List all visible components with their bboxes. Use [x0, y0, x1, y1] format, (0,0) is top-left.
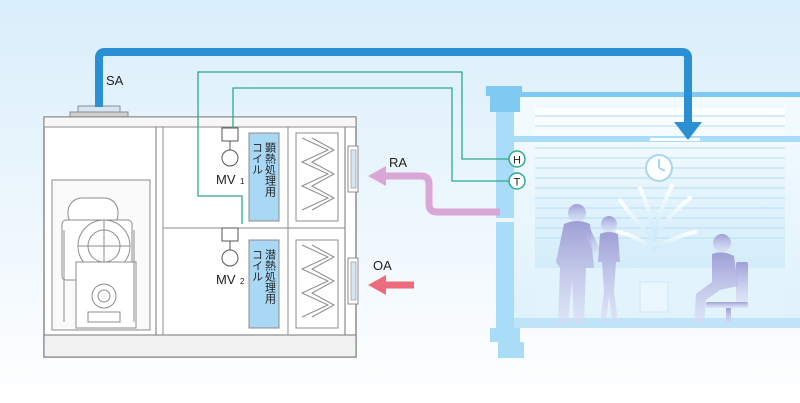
room: [486, 86, 800, 358]
outside-arrow-icon: [368, 275, 386, 295]
fan-motor-icon: [51, 179, 151, 331]
floor: [512, 318, 800, 328]
latent-coil-label-col2: コイル: [251, 249, 264, 282]
plant-icon: [616, 184, 697, 313]
supply-air-duct: [95, 48, 702, 140]
mv2-valve-icon: [221, 227, 239, 267]
return-arrow-icon: [368, 166, 386, 186]
latent-coil-label-col1: 潜熱処理用: [264, 248, 277, 305]
sensor-t-label: T: [514, 177, 521, 189]
ra-label: RA: [389, 155, 407, 170]
sensible-coil-label-col1: 顕熱処理用: [264, 142, 277, 198]
person-standing-woman-icon: [598, 216, 620, 322]
svg-text:2: 2: [240, 277, 245, 286]
svg-text:MV: MV: [216, 272, 236, 287]
upper-filter: [295, 132, 339, 222]
diffuser-slot: [650, 138, 700, 141]
supply-arrow-icon: [674, 122, 702, 140]
ceiling-line: [512, 92, 800, 97]
latent-coil: [248, 239, 280, 329]
mv2-label: MV 2: [216, 272, 245, 287]
sa-label: SA: [106, 73, 124, 88]
person-seated-icon: [694, 234, 748, 324]
unit-base: [43, 334, 357, 358]
temperature-sensor-icon: T: [508, 172, 526, 190]
control-lines: [197, 71, 511, 224]
room-wall-column: [486, 86, 524, 358]
return-air-flow: [368, 166, 500, 216]
lower-filter: [295, 239, 339, 329]
wall-clock-icon: [645, 154, 673, 182]
person-standing-man-icon: [556, 204, 600, 324]
unit-top-rail: [43, 116, 357, 128]
outside-air-flow: [368, 275, 414, 295]
oa-label: OA: [373, 258, 392, 273]
air-handling-unit: [43, 105, 359, 358]
mv1-valve-icon: [221, 127, 239, 167]
sensible-coil-label-col2: コイル: [251, 142, 264, 175]
sensible-coil: [248, 132, 280, 222]
sensor-h-label: H: [513, 155, 521, 167]
svg-text:MV: MV: [216, 172, 236, 187]
svg-text:1: 1: [240, 177, 245, 186]
humidity-sensor-icon: H: [508, 150, 526, 168]
mv1-label: MV 1: [216, 172, 245, 187]
